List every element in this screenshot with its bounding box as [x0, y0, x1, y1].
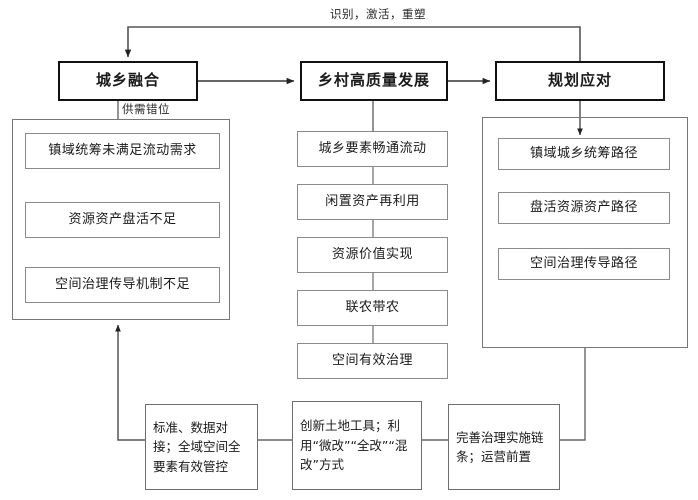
node-bottom-standards-data[interactable]: 标准、数据对接；全域空间全要素有效管控 — [145, 404, 258, 490]
container-right-column — [482, 117, 688, 348]
node-left-item-1[interactable]: 镇域统筹未满足流动需求 — [25, 133, 220, 169]
supply-demand-label: 供需错位 — [122, 102, 170, 116]
node-rural-high-quality-development[interactable]: 乡村高质量发展 — [300, 61, 448, 101]
node-bottom-land-tools[interactable]: 创新土地工具；利用“微改”“全改”“混改”方式 — [292, 401, 422, 490]
node-middle-item-4[interactable]: 联农带农 — [297, 290, 448, 326]
node-middle-item-3[interactable]: 资源价值实现 — [297, 237, 448, 273]
node-bottom-governance-chain[interactable]: 完善治理实施链条；运营前置 — [448, 404, 560, 490]
edge-standards-to-left-column — [115, 324, 145, 441]
node-middle-item-2[interactable]: 闲置资产再利用 — [297, 184, 448, 220]
node-left-item-2[interactable]: 资源资产盘活不足 — [25, 202, 220, 238]
edge-feedback-loop — [124, 26, 581, 61]
node-planning-response[interactable]: 规划应对 — [495, 61, 665, 101]
feedback-label: 识别，激活，重塑 — [330, 7, 426, 21]
node-middle-item-5[interactable]: 空间有效治理 — [297, 343, 448, 379]
container-left-column — [12, 119, 230, 320]
edge-governance-to-right-column — [560, 348, 586, 441]
node-right-item-1[interactable]: 镇域城乡统筹路径 — [498, 138, 670, 170]
node-right-item-2[interactable]: 盘活资源资产路径 — [498, 192, 670, 224]
node-urban-rural-integration[interactable]: 城乡融合 — [58, 61, 198, 101]
node-middle-item-1[interactable]: 城乡要素畅通流动 — [297, 131, 448, 167]
node-right-item-3[interactable]: 空间治理传导路径 — [498, 248, 670, 280]
node-left-item-3[interactable]: 空间治理传导机制不足 — [25, 267, 220, 303]
